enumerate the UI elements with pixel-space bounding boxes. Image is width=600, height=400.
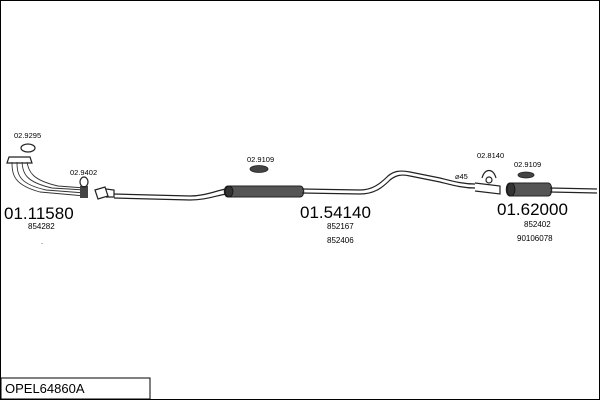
down-pipe-3 (21, 161, 86, 191)
rubber-hanger-middle (249, 165, 269, 173)
gasket-ring-front (20, 143, 36, 153)
diagram-title: OPEL64860A (5, 381, 85, 396)
tail-pipe-lower (549, 191, 598, 194)
front-flange (94, 186, 109, 200)
middle-section-drawing (113, 170, 476, 201)
rubber-hanger-right (517, 171, 535, 179)
part-ref-front: 01.11580 (4, 204, 74, 223)
oem-middle-1: 852167 (327, 222, 354, 231)
rubber-hanger-rear (481, 169, 497, 179)
callout-gasket-junction: 02.9402 (70, 168, 97, 177)
junction-clamp (80, 186, 88, 198)
callout-hanger-right: 02.9109 (514, 160, 541, 169)
tail-pipe-upper (549, 187, 598, 190)
front-pipe-drawing (6, 143, 115, 200)
part-ref-rear: 01.62000 (497, 200, 568, 219)
callout-hanger-rear: 02.8140 (477, 151, 504, 160)
middle-silencer (223, 185, 305, 198)
middle-silencer-end (224, 185, 234, 198)
down-pipe-1 (11, 161, 86, 197)
rear-joint (474, 182, 501, 195)
callout-diameter: ⌀45 (455, 172, 468, 181)
gasket-junction (79, 176, 89, 188)
front-flange-2 (105, 188, 115, 198)
callout-hanger-middle: 02.9109 (247, 155, 274, 164)
oem-front-1: 854282 (28, 222, 55, 231)
part-ref-middle: 01.54140 (300, 203, 371, 222)
callout-gasket-front: 02.9295 (14, 131, 41, 140)
oem-rear-2: 90106078 (517, 234, 553, 243)
title-box (0, 377, 151, 400)
rear-section-drawing (474, 169, 598, 197)
rear-pipe-lower (301, 174, 476, 195)
hanger-ring-rear (485, 176, 493, 184)
manifold-flange (6, 156, 33, 164)
oem-middle-2: 852406 (327, 236, 354, 245)
intermediate-pipe-upper (113, 188, 227, 197)
rear-pipe-upper (301, 170, 476, 191)
oem-rear-1: 852402 (524, 220, 551, 229)
intermediate-pipe-lower (113, 193, 227, 201)
down-pipe-4 (26, 161, 86, 189)
dot-mark: . (41, 237, 43, 246)
down-pipe-2 (16, 161, 86, 194)
rear-silencer-end (506, 182, 516, 197)
rear-silencer (505, 182, 553, 197)
